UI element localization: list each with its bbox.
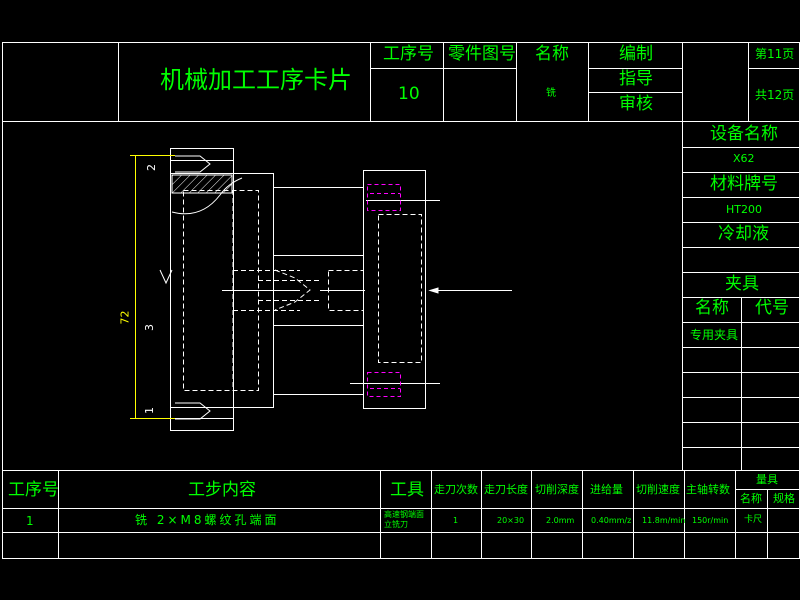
steps-header-speed: 切削速度 (636, 483, 680, 496)
steps-header-gauge-name: 名称 (740, 492, 762, 505)
equipment-label: 设备名称 (710, 124, 778, 144)
steps-header-spindle: 主轴转数 (686, 483, 730, 496)
step-row-tool: 高速钢端面立铣刀 (384, 510, 424, 530)
steps-header-content: 工步内容 (188, 480, 256, 500)
surface-mark-3: 3 (143, 324, 156, 331)
card-title: 机械加工工序卡片 (160, 66, 352, 94)
header-part-drawing-label: 零件图号 (448, 44, 516, 64)
header-name-label: 名称 (535, 44, 569, 64)
surface-mark-2: 2 (145, 164, 158, 171)
steps-header-tool: 工具 (390, 480, 424, 500)
steps-header-feed: 进给量 (590, 483, 623, 496)
fixture-code-label: 代号 (755, 298, 789, 318)
fixture-name-value: 专用夹具 (690, 328, 739, 342)
step-row-process-no: 1 (26, 514, 34, 528)
material-label: 材料牌号 (710, 174, 778, 194)
header-compile-label: 编制 (619, 44, 653, 64)
step-row-length: 20×30 (497, 516, 525, 525)
steps-header-depth: 切削深度 (535, 483, 579, 496)
step-row-depth: 2.0mm (546, 516, 575, 525)
step-row-feed: 0.40mm/z (591, 516, 632, 525)
header-review-label: 审核 (619, 94, 653, 114)
steps-header-passes: 走刀次数 (434, 483, 478, 496)
steps-header-gauge: 量具 (756, 473, 778, 486)
sheet-total: 共12页 (755, 88, 795, 102)
surface-mark-1: 1 (143, 407, 156, 414)
header-process-no-value: 10 (398, 84, 420, 104)
header-guide-label: 指导 (619, 69, 653, 89)
header-process-no-label: 工序号 (383, 44, 434, 64)
steps-header-length: 走刀长度 (484, 483, 528, 496)
fixture-label: 夹具 (725, 274, 759, 294)
coolant-label: 冷却液 (718, 224, 769, 244)
step-row-gauge-name: 卡尺 (744, 515, 763, 525)
step-row-passes: 1 (453, 516, 459, 525)
step-row-speed: 11.8m/min (642, 516, 686, 525)
dimension-72: 72 (118, 310, 132, 325)
fixture-name-label: 名称 (695, 298, 729, 318)
material-value: HT200 (726, 203, 762, 216)
header-name-value: 铣 (546, 88, 556, 99)
equipment-value: X62 (733, 152, 755, 165)
steps-header-gauge-spec: 规格 (773, 492, 795, 505)
step-row-spindle: 150r/min (692, 516, 729, 525)
step-row-content: 铣 2×M8螺纹孔端面 (135, 513, 280, 527)
steps-header-process-no: 工序号 (8, 480, 59, 500)
sheet-number: 第11页 (755, 47, 795, 61)
